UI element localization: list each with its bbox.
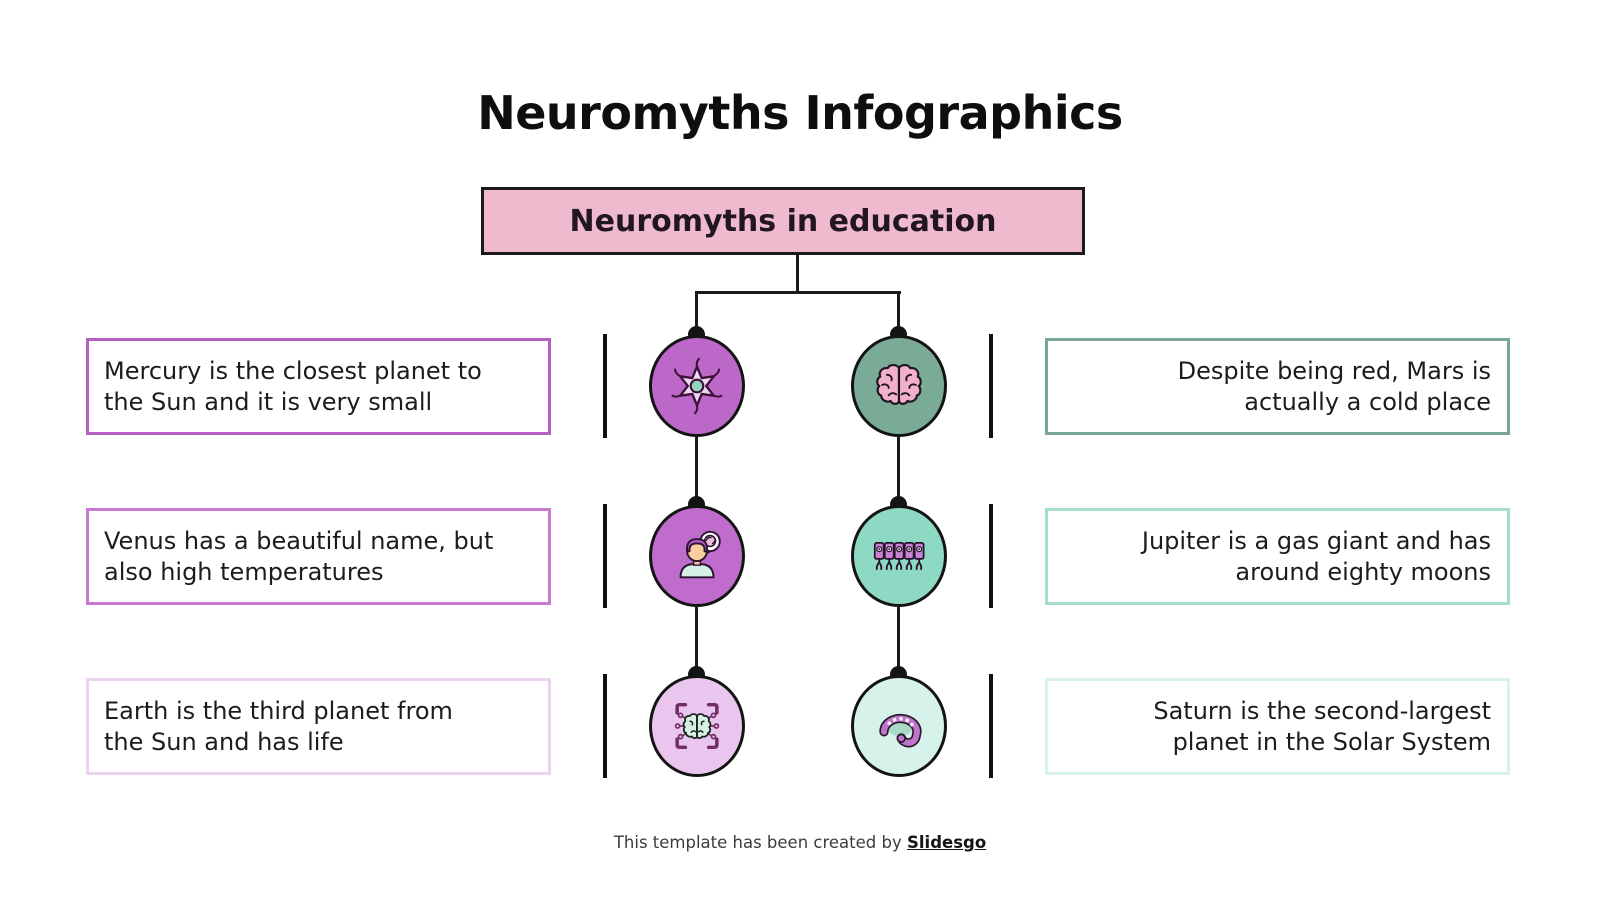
myth-text: Saturn is the second-largest planet in t… xyxy=(1153,696,1491,756)
myth-text: Jupiter is a gas giant and has around ei… xyxy=(1141,526,1491,586)
neural-cells-icon xyxy=(873,542,925,570)
connector-line xyxy=(897,437,900,505)
divider-bar xyxy=(989,504,993,608)
connector-line xyxy=(897,293,900,336)
right-myth-box-2: Jupiter is a gas giant and has around ei… xyxy=(1045,508,1510,605)
node-left-3 xyxy=(649,675,745,777)
connector-line xyxy=(695,293,698,336)
right-myth-box-3: Saturn is the second-largest planet in t… xyxy=(1045,678,1510,775)
left-myth-box-1: Mercury is the closest planet to the Sun… xyxy=(86,338,551,435)
left-myth-box-2: Venus has a beautiful name, but also hig… xyxy=(86,508,551,605)
hippocampus-icon xyxy=(879,713,922,748)
myth-text: Mercury is the closest planet to the Sun… xyxy=(104,356,482,416)
person-talking-icon xyxy=(679,530,721,579)
divider-bar xyxy=(989,334,993,438)
neuron-icon xyxy=(671,357,723,415)
brain-icon xyxy=(876,363,922,405)
connector-line xyxy=(695,291,901,294)
node-left-2 xyxy=(649,505,745,607)
node-right-3 xyxy=(851,675,947,777)
divider-bar xyxy=(603,504,607,608)
myth-text: Despite being red, Mars is actually a co… xyxy=(1177,356,1491,416)
connector-line xyxy=(897,607,900,675)
slidesgo-link[interactable]: Slidesgo xyxy=(907,833,987,852)
root-node: Neuromyths in education xyxy=(481,187,1085,255)
footer-credit: This template has been created by Slides… xyxy=(0,833,1600,852)
footer-text: This template has been created by xyxy=(613,833,902,852)
page-title: Neuromyths Infographics xyxy=(477,86,1123,140)
divider-bar xyxy=(989,674,993,778)
connector-line xyxy=(796,255,799,294)
node-right-2 xyxy=(851,505,947,607)
node-left-1 xyxy=(649,335,745,437)
node-right-1 xyxy=(851,335,947,437)
right-myth-box-1: Despite being red, Mars is actually a co… xyxy=(1045,338,1510,435)
left-myth-box-3: Earth is the third planet from the Sun a… xyxy=(86,678,551,775)
connector-line xyxy=(695,437,698,505)
root-node-label: Neuromyths in education xyxy=(569,203,997,239)
myth-text: Venus has a beautiful name, but also hig… xyxy=(104,526,494,586)
divider-bar xyxy=(603,334,607,438)
brain-scan-icon xyxy=(674,702,720,750)
divider-bar xyxy=(603,674,607,778)
myth-text: Earth is the third planet from the Sun a… xyxy=(104,696,453,756)
connector-line xyxy=(695,607,698,675)
